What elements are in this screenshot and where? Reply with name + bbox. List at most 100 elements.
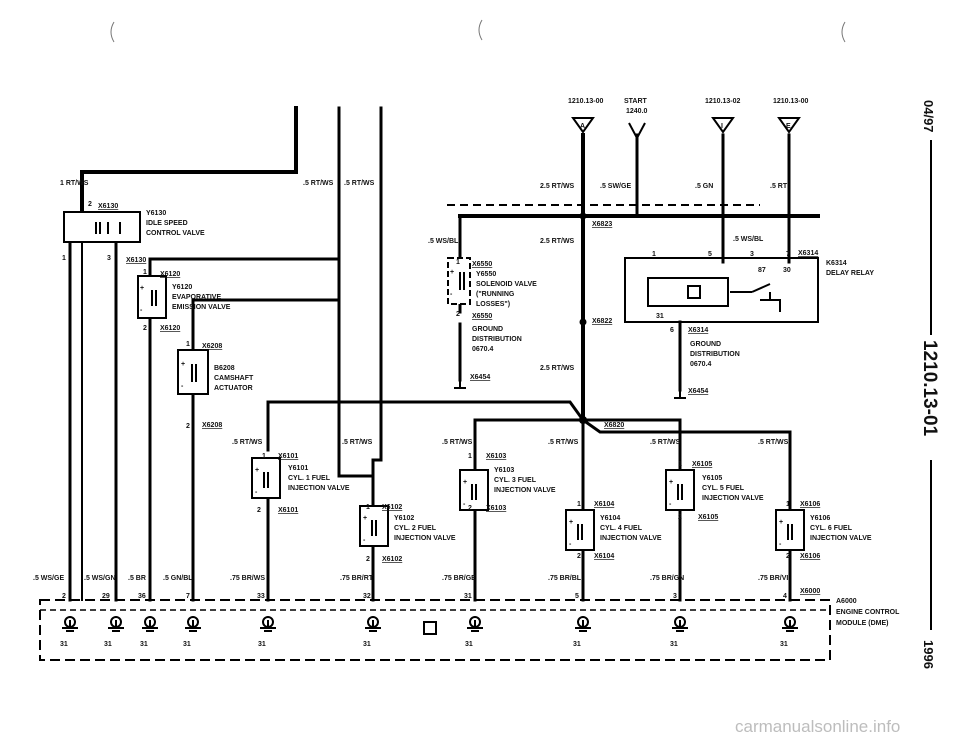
ref-triangles [571, 117, 801, 134]
scan-marks [110, 19, 846, 43]
svg-text:CYL. 4 FUEL: CYL. 4 FUEL [600, 525, 643, 532]
connector-label: X6106 [800, 501, 820, 508]
ref-start-title: START [624, 98, 648, 105]
svg-text:+: + [569, 519, 573, 526]
side-date: 04/97 [921, 100, 936, 133]
component-y6105: Y6105 CYL. 5 FUEL INJECTION VALVE [702, 475, 764, 502]
svg-text:Y6102: Y6102 [394, 515, 414, 522]
svg-text:2: 2 [257, 507, 261, 514]
svg-text:INJECTION VALVE: INJECTION VALVE [288, 485, 350, 492]
watermark: carmanualsonline.info [735, 717, 900, 736]
svg-text:K6314: K6314 [826, 260, 847, 267]
svg-text:31: 31 [140, 641, 148, 648]
svg-text:CYL. 5 FUEL: CYL. 5 FUEL [702, 485, 745, 492]
svg-text:EMISSION VALVE: EMISSION VALVE [172, 304, 231, 311]
splice-dots [579, 212, 587, 424]
wire-label: 2.5 RT/WS [540, 183, 575, 190]
svg-text:+: + [363, 515, 367, 522]
svg-text:2: 2 [88, 201, 92, 208]
svg-text:5: 5 [708, 251, 712, 258]
svg-text:1: 1 [62, 255, 66, 262]
svg-text:1: 1 [468, 453, 472, 460]
wire-label: .5 RT [770, 183, 788, 190]
connector-label: X6208 [202, 343, 222, 350]
svg-text:31: 31 [363, 641, 371, 648]
connector-label: X6102 [382, 504, 402, 511]
component-boxes [63, 211, 805, 551]
ref-e-number: 1210.13-00 [773, 98, 809, 105]
svg-text:Y6550: Y6550 [476, 271, 496, 278]
wire-label: .5 WS/BL [733, 236, 764, 243]
connector-label: X6454 [470, 374, 490, 381]
wire-label: 2.5 RT/WS [540, 238, 575, 245]
svg-text:-: - [363, 537, 366, 544]
svg-text:CYL. 1 FUEL: CYL. 1 FUEL [288, 475, 331, 482]
connector-label: X6104 [594, 501, 614, 508]
connector-label: X6104 [594, 553, 614, 560]
svg-text:87: 87 [758, 267, 766, 274]
svg-text:1: 1 [456, 259, 460, 266]
svg-text:2: 2 [678, 514, 682, 521]
svg-text:1: 1 [678, 461, 682, 468]
connector-label: X6105 [698, 514, 718, 521]
component-y6104: Y6104 CYL. 4 FUEL INJECTION VALVE [600, 515, 662, 542]
svg-text:Y6120: Y6120 [172, 284, 192, 291]
svg-text:+: + [779, 519, 783, 526]
svg-text:+: + [140, 285, 144, 292]
svg-text:-: - [669, 501, 672, 508]
component-y6130: Y6130 IDLE SPEED CONTROL VALVE [146, 210, 205, 237]
svg-text:Y6104: Y6104 [600, 515, 620, 522]
svg-text:31: 31 [60, 641, 68, 648]
wire-label: .5 BR [128, 575, 146, 582]
svg-text:32: 32 [363, 593, 371, 600]
ref-i-number: 1210.13-02 [705, 98, 741, 105]
wire-label: .5 SW/GE [600, 183, 631, 190]
ref-start-number: 1240.0 [626, 108, 648, 115]
svg-text:INJECTION VALVE: INJECTION VALVE [394, 535, 456, 542]
wire-label: .5 RT/WS [232, 439, 263, 446]
svg-text:7: 7 [786, 251, 790, 258]
wire-label: .5 GN/BL [163, 575, 193, 582]
svg-text:2: 2 [456, 311, 460, 318]
svg-text:30: 30 [783, 267, 791, 274]
wire-label: .5 RT/WS [650, 439, 681, 446]
component-y6550: Y6550 SOLENOID VALVE ("RUNNING LOSSES") [476, 271, 537, 308]
svg-text:0670.4: 0670.4 [472, 346, 494, 353]
component-a6000: A6000 ENGINE CONTROL MODULE (DME) [836, 598, 900, 627]
svg-text:INJECTION VALVE: INJECTION VALVE [702, 495, 764, 502]
svg-text:3: 3 [107, 255, 111, 262]
svg-text:CAMSHAFT: CAMSHAFT [214, 375, 254, 382]
svg-text:+: + [450, 269, 454, 276]
svg-text:3: 3 [750, 251, 754, 258]
svg-text:+: + [255, 467, 259, 474]
svg-text:LOSSES"): LOSSES") [476, 301, 510, 308]
coil-glyphs [95, 222, 793, 540]
svg-text:CYL. 3 FUEL: CYL. 3 FUEL [494, 477, 537, 484]
svg-text:1: 1 [186, 341, 190, 348]
svg-text:1: 1 [262, 453, 266, 460]
svg-text:INJECTION VALVE: INJECTION VALVE [494, 487, 556, 494]
svg-text:CYL. 2 FUEL: CYL. 2 FUEL [394, 525, 437, 532]
connector-label: X6454 [688, 388, 708, 395]
svg-text:Y6105: Y6105 [702, 475, 722, 482]
svg-text:2: 2 [577, 553, 581, 560]
component-y6120: Y6120 EVAPORATIVE EMISSION VALVE [172, 284, 231, 311]
svg-text:5: 5 [575, 593, 579, 600]
wire-label: .75 BR/BL [548, 575, 582, 582]
component-y6103: Y6103 CYL. 3 FUEL INJECTION VALVE [494, 467, 556, 494]
ref-a-number: 1210.13-00 [568, 98, 604, 105]
connector-label: X6106 [800, 553, 820, 560]
svg-text:7: 7 [186, 593, 190, 600]
svg-text:-: - [140, 307, 143, 314]
connector-label: X6101 [278, 507, 298, 514]
ref-a-letter: A [580, 123, 585, 130]
wire-label: .75 BR/GN [650, 575, 684, 582]
svg-text:A6000: A6000 [836, 598, 857, 605]
svg-text:2: 2 [366, 556, 370, 563]
svg-text:Y6106: Y6106 [810, 515, 830, 522]
connector-label: X6550 [472, 261, 492, 268]
svg-text:-: - [569, 541, 572, 548]
svg-text:31: 31 [670, 641, 678, 648]
connector-label: X6120 [160, 325, 180, 332]
svg-text:DISTRIBUTION: DISTRIBUTION [472, 336, 522, 343]
